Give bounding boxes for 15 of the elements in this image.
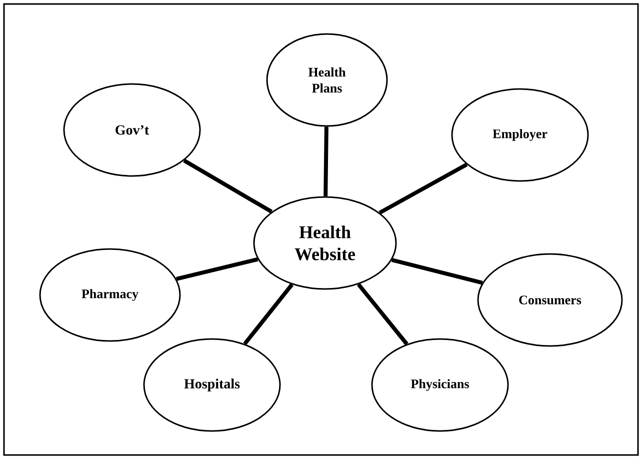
- connector-line: [378, 162, 468, 214]
- ellipse-node: Gov’t: [63, 83, 201, 177]
- ellipse-node: Pharmacy: [39, 248, 181, 342]
- connector-line: [391, 258, 483, 285]
- ellipse-node: Employer: [451, 88, 589, 182]
- ellipse-node: Consumers: [477, 253, 623, 347]
- connector-line: [356, 283, 408, 346]
- connector-line: [243, 283, 294, 346]
- ellipse-node: Health Plans: [266, 33, 388, 127]
- ellipse-node: Hospitals: [143, 338, 281, 432]
- connector-line: [183, 158, 273, 214]
- connector-line: [324, 126, 328, 196]
- ellipse-node: Physicians: [371, 338, 509, 432]
- connector-line: [176, 257, 258, 281]
- ellipse-node: Health Website: [253, 196, 397, 290]
